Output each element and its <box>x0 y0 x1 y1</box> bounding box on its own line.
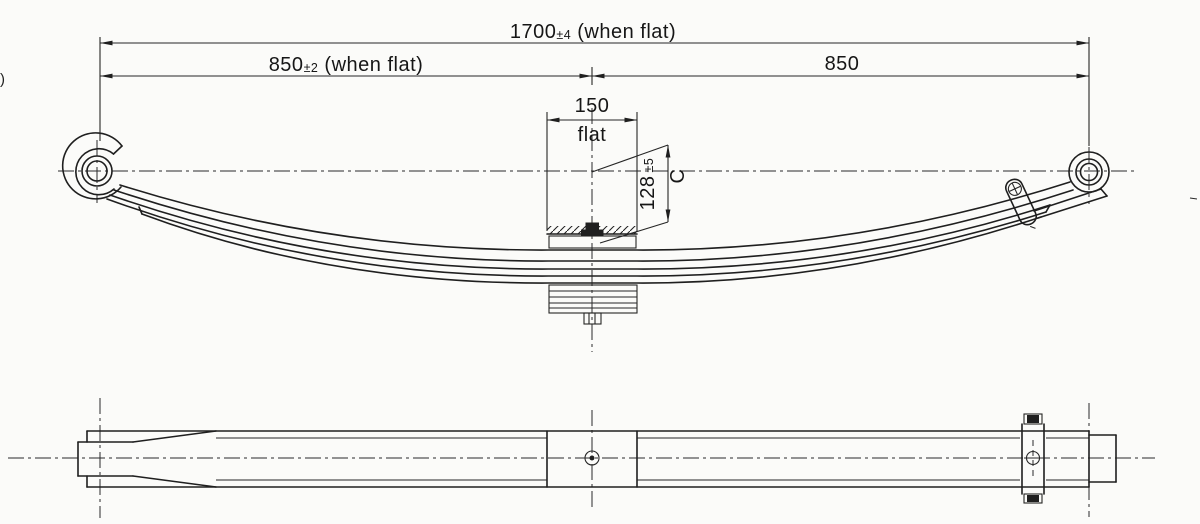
center-bolt-tail <box>583 312 602 325</box>
dim-overall-length: 1700±4 (when flat) <box>99 21 1090 146</box>
clamp-bolt-head <box>1007 181 1022 196</box>
dim-camber-text: 128±5 <box>637 158 659 211</box>
dim-left-half-text: 850±2 (when flat) <box>269 54 424 76</box>
left-spring-eye <box>61 132 123 200</box>
left-edge-artifact: ) <box>0 71 5 88</box>
plan-center-seat <box>546 430 638 488</box>
clamp-top-tab <box>1023 413 1043 425</box>
center-bolt-hole <box>584 450 600 466</box>
clamp-bottom-tab <box>1023 493 1043 504</box>
dim-camber: 128±5 C <box>591 144 689 244</box>
right-spring-eye <box>1033 151 1110 219</box>
dim-right-half: 850 <box>592 53 1089 79</box>
rebound-clamp-plan <box>1021 413 1045 504</box>
dim-left-half: 850±2 (when flat) <box>100 54 593 85</box>
plan-view <box>8 398 1155 518</box>
center-bolt-head <box>581 222 604 236</box>
dim-seat-flat: 150 flat <box>546 95 638 231</box>
dim-overall-text: 1700±4 (when flat) <box>510 21 676 43</box>
dim-camber-label: C <box>667 169 689 184</box>
leaf-stack <box>548 284 638 314</box>
dim-seat-flat-label: flat <box>578 124 607 146</box>
right-eye-bushing <box>1075 158 1103 186</box>
rebound-clamp-side <box>1004 178 1038 229</box>
left-eye-bushing <box>81 155 113 187</box>
dim-right-half-text: 850 <box>825 53 860 75</box>
plan-centerlines <box>8 398 1155 518</box>
center-seat-assembly <box>546 222 638 325</box>
plan-outline <box>77 430 1117 488</box>
leaf-curves <box>106 181 1074 284</box>
scan-artifacts: ) <box>0 71 1198 200</box>
dim-seat-width-text: 150 <box>575 95 610 117</box>
side-view: 1700±4 (when flat) 850±2 (when flat) 850… <box>58 21 1136 352</box>
